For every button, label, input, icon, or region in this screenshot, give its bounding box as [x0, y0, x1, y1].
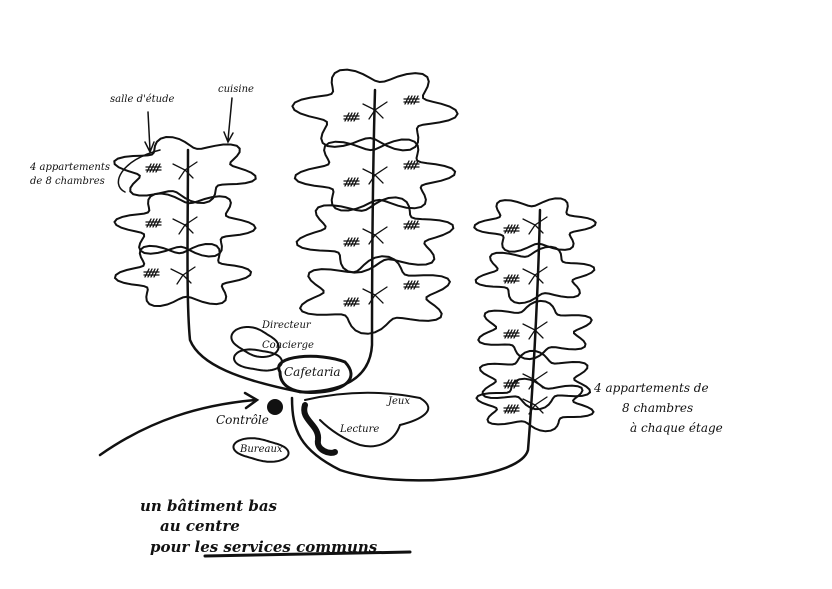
apartment-blob-right — [478, 349, 592, 411]
apartment-blob-right — [477, 299, 593, 361]
circulation-arrows — [522, 321, 548, 340]
room-hatch-icon — [143, 268, 160, 278]
caption-line-1: un bâtiment bas — [140, 497, 277, 515]
circulation-arrows — [362, 226, 388, 245]
brace-left — [117, 149, 161, 193]
corridor-left — [186, 148, 302, 394]
room-hatch-icon — [343, 112, 360, 122]
caption-line-2: au centre — [160, 517, 240, 535]
room-hatch-icon — [403, 220, 420, 230]
arrow-cuisine — [223, 97, 234, 144]
label-controle: Contrôle — [216, 413, 269, 427]
room-hatch-icon — [145, 163, 162, 173]
room-hatch-icon — [403, 160, 420, 170]
room-hatch-icon — [343, 297, 360, 307]
label-right-apartments-1: 4 appartements de — [594, 381, 709, 395]
label-right-apartments-2: 8 chambres — [622, 401, 694, 415]
room-hatch-icon — [503, 329, 520, 339]
room-hatch-icon — [403, 95, 420, 105]
circulation-arrows — [522, 396, 548, 415]
circulation-arrows — [522, 371, 548, 390]
apartment-blob-right — [473, 197, 597, 253]
apartment-blob-right — [475, 377, 595, 433]
caption-underline — [203, 550, 412, 558]
bureaux-blob — [232, 437, 290, 463]
apartment-blob-left — [113, 242, 253, 308]
concierge-blob — [232, 348, 284, 372]
label-bureaux: Bureaux — [240, 444, 283, 455]
circulation-arrows — [172, 161, 198, 180]
directeur-blob — [230, 326, 280, 358]
label-lecture: Lecture — [340, 424, 380, 435]
label-jeux: Jeux — [388, 396, 411, 407]
apartment-blob-middle — [298, 255, 452, 335]
room-hatch-icon — [403, 280, 420, 290]
apartment-blob-middle — [291, 68, 459, 152]
label-cuisine: cuisine — [218, 84, 254, 95]
arrow-salle-etude — [144, 111, 155, 154]
wall-thick — [301, 402, 338, 456]
label-directeur: Directeur — [262, 320, 311, 331]
caption-line-3: pour les services communs — [150, 538, 378, 556]
jeux-lecture-outline — [304, 391, 430, 448]
room-hatch-icon — [503, 404, 520, 414]
apartment-blob-left — [113, 135, 257, 205]
room-hatch-icon — [503, 274, 520, 284]
apartment-blob-middle — [295, 196, 455, 274]
room-hatch-icon — [145, 218, 162, 228]
label-concierge: Concierge — [262, 340, 314, 351]
label-left-apartments-2: de 8 chambres — [30, 176, 105, 187]
label-salle-etude: salle d'étude — [110, 94, 175, 105]
label-right-apartments-3: à chaque étage — [630, 421, 723, 435]
cafetaria-outline — [277, 354, 353, 394]
room-hatch-icon — [343, 237, 360, 247]
apartment-blob-middle — [293, 138, 457, 212]
room-hatch-icon — [503, 224, 520, 234]
label-cafetaria: Cafetaria — [284, 365, 341, 379]
room-hatch-icon — [343, 177, 360, 187]
label-left-apartments-1: 4 appartements — [30, 162, 110, 173]
circulation-arrows — [362, 101, 388, 120]
circulation-arrows — [362, 286, 388, 305]
apartment-blob-right — [474, 245, 596, 305]
circulation-arrows — [172, 216, 198, 235]
circulation-arrows — [522, 266, 548, 285]
circulation-arrows — [362, 166, 388, 185]
circulation-arrows — [170, 266, 196, 285]
corridor-right — [290, 208, 542, 482]
entrance-dot — [267, 399, 283, 415]
circulation-arrows — [522, 216, 548, 235]
entrance-arrow — [98, 391, 260, 457]
